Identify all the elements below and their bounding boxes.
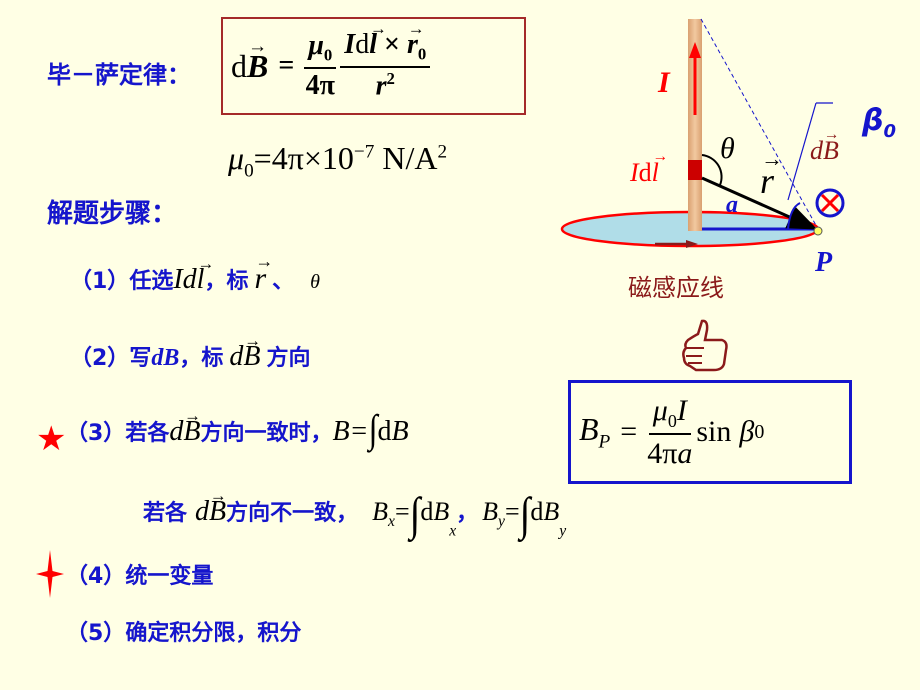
current-element-label: Idl	[630, 148, 669, 188]
law-label: 毕－萨定律：	[47, 61, 191, 89]
thumbs-up-icon	[680, 318, 730, 382]
sparkle-icon	[36, 550, 64, 602]
steps-heading: 解题步骤：	[47, 199, 178, 229]
step-5: （5）确定积分限，积分	[66, 621, 302, 646]
step-2: （2） 写 dB ，标 dB 方向	[70, 331, 310, 373]
r-vector-label: r	[760, 147, 783, 202]
field-line-label: 磁感应线	[628, 274, 724, 302]
current-label: I	[658, 66, 670, 99]
star-icon: ★	[36, 419, 67, 459]
theta-label: θ	[720, 132, 735, 165]
step-4: （4）统一变量	[66, 564, 214, 589]
dB-label: dB	[810, 126, 839, 166]
biot-savart-formula-box: ddBB = μ0 4π Idl × r0 r2	[221, 17, 526, 115]
a-label: a	[726, 192, 738, 218]
formula-equals: =	[278, 50, 295, 81]
beta0-label: β0	[862, 103, 897, 142]
coefficient-fraction: μ0 4π	[304, 29, 337, 101]
step-1: （1） 任选 Idl ，标 r 、 θ	[70, 251, 320, 296]
wire-field-diagram	[560, 18, 845, 248]
point-p-label: P	[815, 247, 833, 278]
formula-lhs: ddBB	[231, 36, 268, 85]
step-3: （3） 若各 dB 方向一致时， B= ∫ dB	[66, 406, 409, 452]
step-3-alternative: 若各 dB 方向不一致， Bx=∫dBx ， By=∫dBy	[143, 486, 566, 541]
cross-product-fraction: Idl × r0 r2	[340, 20, 431, 102]
mu0-constant: μ0=4π×10−7 N/A2	[228, 140, 448, 182]
